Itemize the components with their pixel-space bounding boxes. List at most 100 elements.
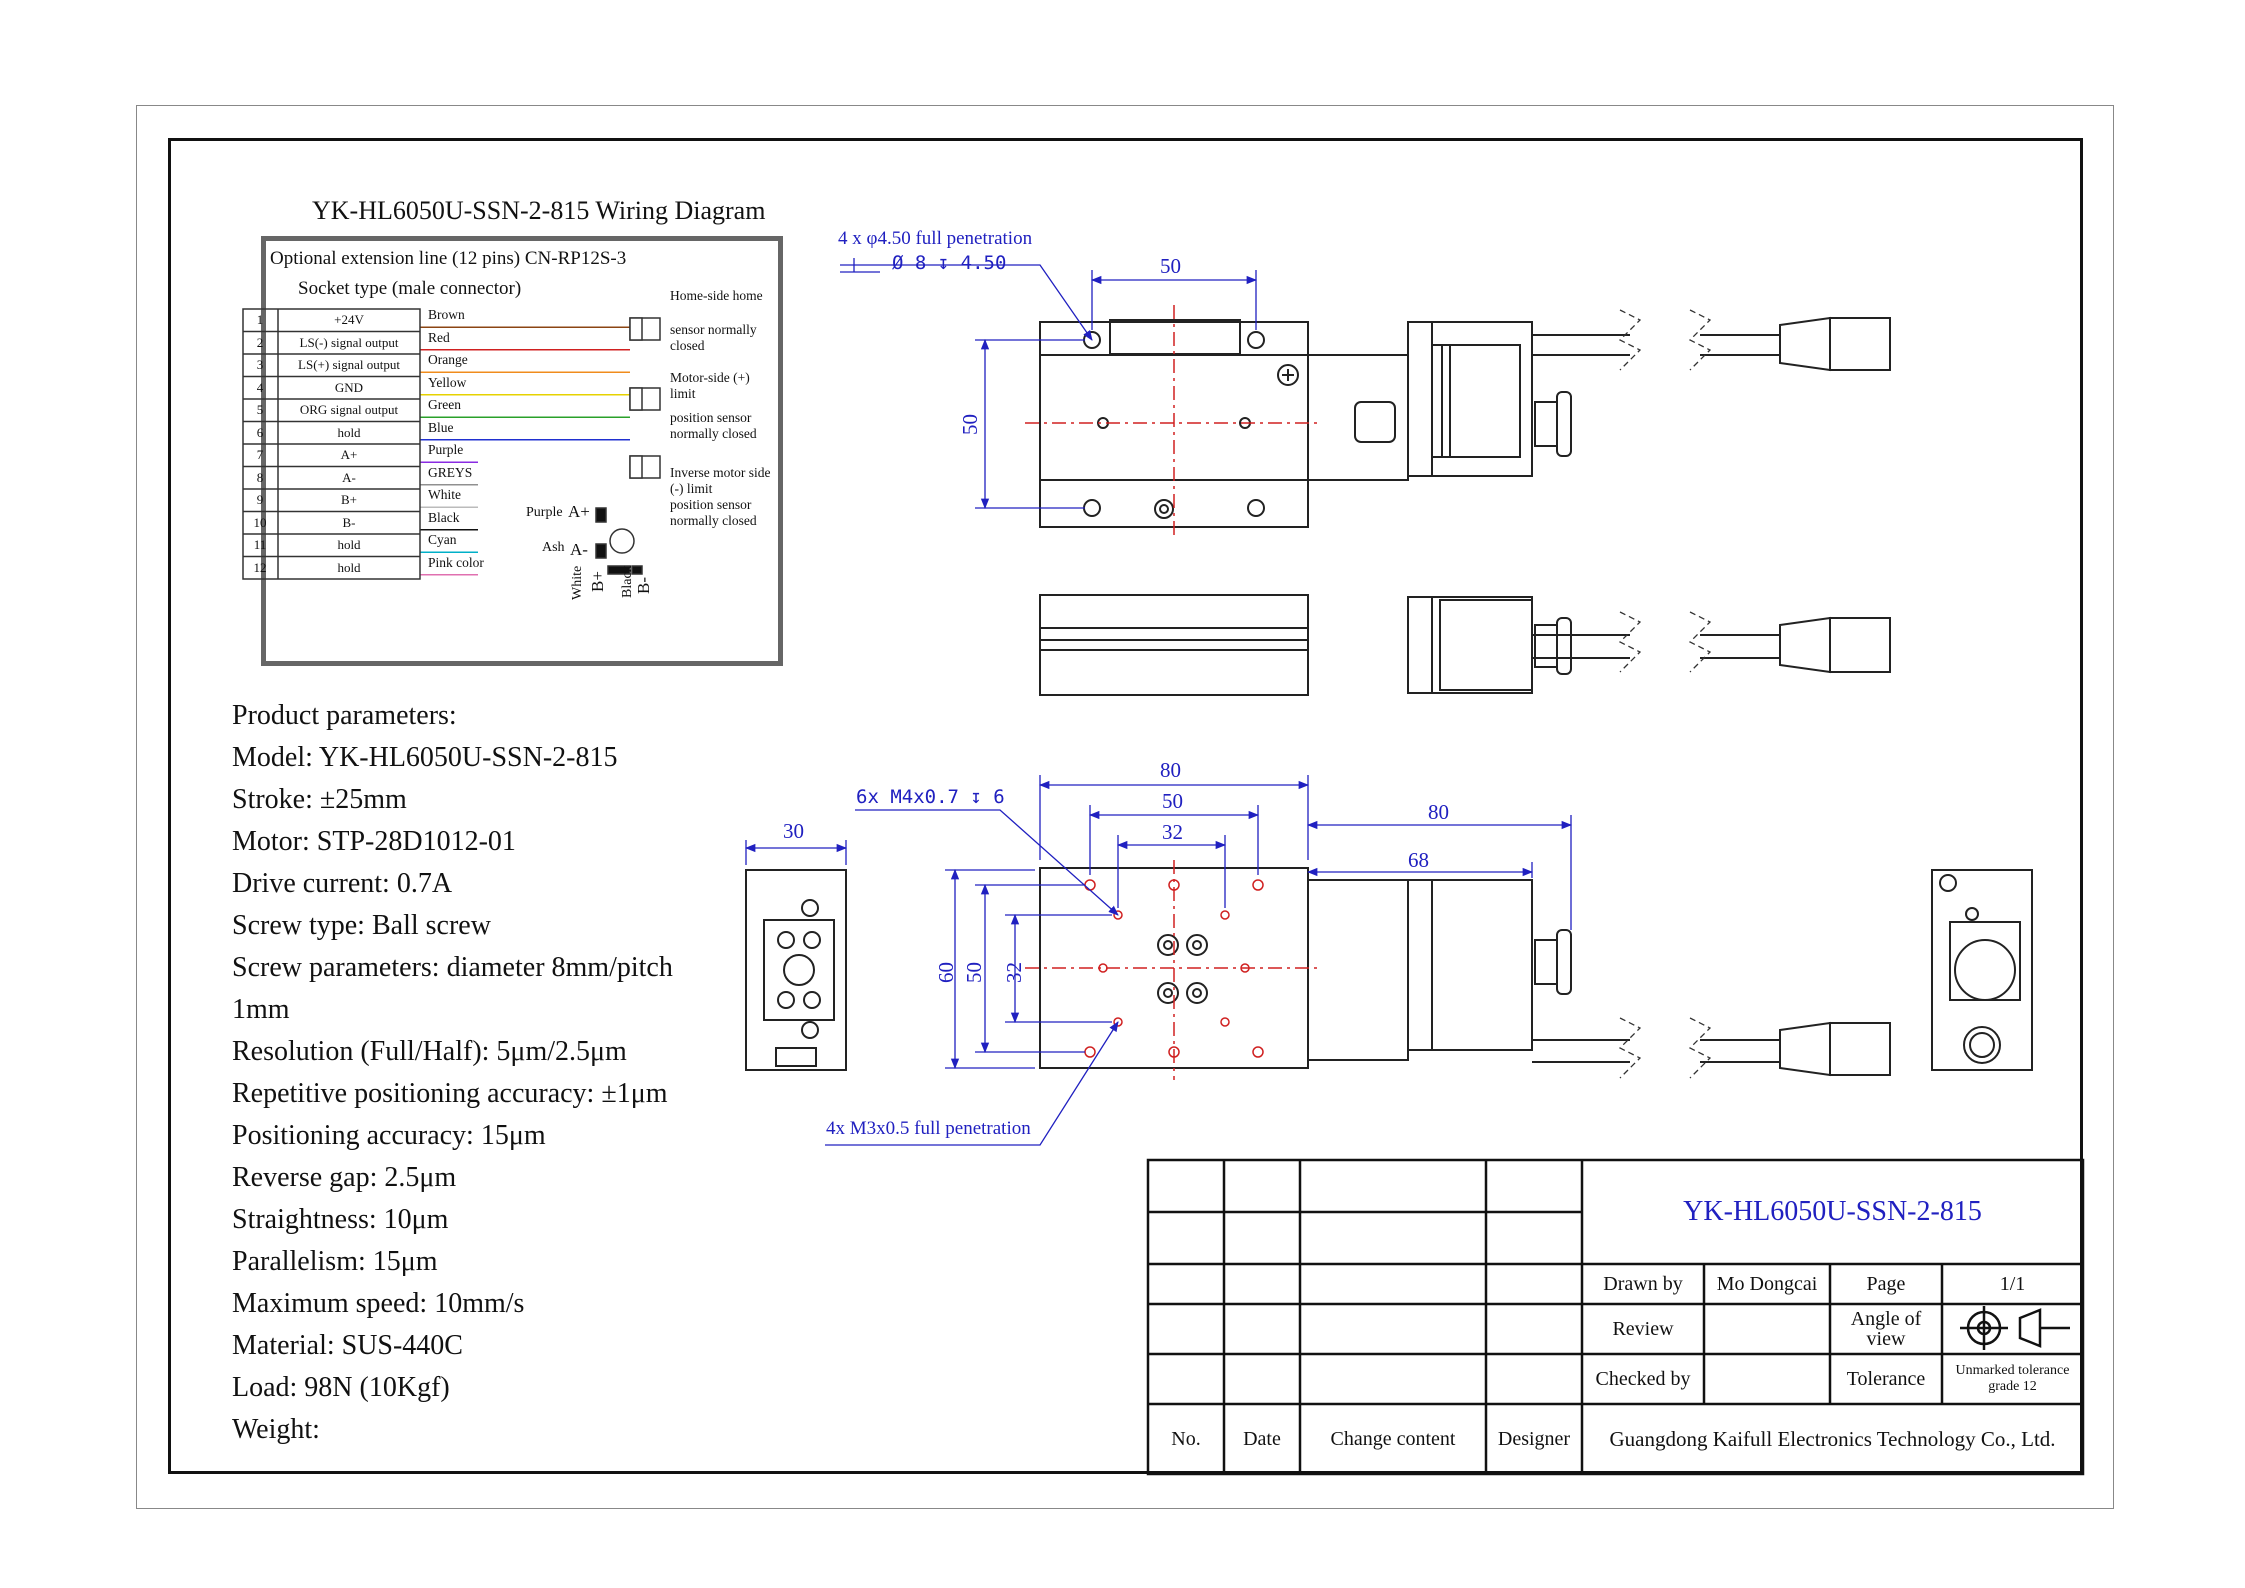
- coil-label-a-plus: A+: [568, 502, 590, 521]
- pin-signal: GND: [334, 379, 364, 395]
- col-designer: Designer: [1497, 1428, 1571, 1450]
- param-line: Drive current: 0.7A: [232, 868, 453, 899]
- pin-number: 8: [256, 469, 264, 485]
- param-line: Screw type: Ball screw: [232, 910, 491, 941]
- param-line: Material: SUS-440C: [232, 1330, 463, 1361]
- wire-color-label: Brown: [428, 307, 465, 323]
- pin-signal: B-: [342, 514, 356, 530]
- pin-signal: hold: [337, 559, 361, 575]
- col-change-content: Change content: [1330, 1428, 1456, 1450]
- right-end-view: [1931, 869, 2033, 1071]
- param-line: Motor: STP-28D1012-01: [232, 826, 516, 857]
- side-view: [1039, 594, 1891, 696]
- param-line: Screw parameters: diameter 8mm/pitch: [232, 952, 673, 983]
- wire-color-label: GREYS: [428, 464, 473, 480]
- tolerance-label: Tolerance: [1846, 1368, 1926, 1390]
- sensor-inverse-motor-side-limit: Inverse motor side(-) limit position sen…: [670, 465, 771, 528]
- param-line: Repetitive positioning accuracy: ±1μm: [232, 1078, 668, 1109]
- page-label: Page: [1866, 1273, 1906, 1295]
- pin-signal: LS(+) signal output: [298, 357, 400, 372]
- coil-label-ash: Ash: [542, 540, 565, 555]
- m4-thread-note: 6x M4x0.7 ↧ 6: [856, 786, 1005, 808]
- pin-number: 6: [256, 424, 264, 440]
- param-line: Maximum speed: 10mm/s: [232, 1288, 525, 1319]
- pin-table-grid: [242, 308, 421, 580]
- page-value: 1/1: [1999, 1273, 2026, 1295]
- dim-top-50: 50: [1160, 254, 1181, 278]
- wire-color-label: Pink color: [428, 554, 484, 570]
- drawing-frame: [168, 138, 2083, 1474]
- pin-signal: B+: [340, 492, 357, 507]
- pin-number: 5: [256, 402, 264, 417]
- wire-color-label: White: [428, 487, 461, 503]
- wire-color-label: Blue: [428, 419, 454, 435]
- param-line: Resolution (Full/Half): 5μm/2.5μm: [232, 1036, 627, 1067]
- pin-number: 9: [256, 492, 264, 507]
- wire-color-label: Black: [428, 509, 460, 525]
- wire-color-label: Red: [428, 329, 450, 345]
- coil-label-a-minus: A-: [570, 540, 588, 559]
- wire-color-label: Yellow: [428, 374, 467, 390]
- sheet-outer-border: [136, 105, 2114, 1509]
- pin-number: 2: [256, 334, 264, 350]
- pin-signal: ORG signal output: [299, 402, 399, 417]
- m3-thread-note: 4x M3x0.5 full penetration: [826, 1118, 1031, 1139]
- param-line: Weight:: [232, 1414, 320, 1445]
- dim-end-30: 30: [783, 819, 804, 843]
- pin-number: 3: [256, 357, 264, 372]
- col-date: Date: [1243, 1428, 1281, 1450]
- param-line: Straightness: 10μm: [232, 1204, 449, 1235]
- hole-note-counterbore: Ø 8 ↧ 4.50: [892, 252, 1007, 274]
- drawn-by-value: Mo Dongcai: [1716, 1273, 1818, 1295]
- left-end-view: [745, 869, 847, 1071]
- pin-number: 4: [256, 379, 264, 395]
- review-label: Review: [1612, 1318, 1674, 1340]
- pin-number: 1: [256, 312, 264, 327]
- pin-number: 12: [253, 559, 267, 575]
- pin-signal: LS(-) signal output: [299, 334, 399, 350]
- pin-signal: hold: [337, 537, 361, 552]
- hole-note-top: 4 x φ4.50 full penetration: [838, 228, 1033, 249]
- pin-signal: +24V: [334, 312, 364, 327]
- pin-signal: A-: [342, 469, 356, 485]
- dim-front-50: 50: [1162, 789, 1183, 813]
- dim-front-80: 80: [1160, 758, 1181, 782]
- pin-number: 11: [253, 537, 267, 552]
- wire-color-label: Purple: [428, 442, 464, 458]
- wire-color-label: Green: [428, 397, 461, 413]
- param-line: Load: 98N (10Kgf): [232, 1372, 450, 1403]
- col-no: No.: [1171, 1428, 1201, 1450]
- product-parameters: Product parameters: Model: YK-HL6050U-SS…: [232, 695, 673, 1451]
- wiring-diagram-box: [261, 236, 783, 666]
- drawn-by-label: Drawn by: [1603, 1273, 1683, 1295]
- params-heading: Product parameters:: [232, 700, 457, 731]
- pin-signal: A+: [340, 447, 358, 462]
- wire-color-label: Cyan: [428, 532, 457, 548]
- dim-overall-80: 80: [1428, 800, 1449, 824]
- company-name: Guangdong Kaifull Electronics Technology…: [1609, 1427, 2056, 1451]
- pin-number: 10: [253, 514, 267, 530]
- wiring-diagram-title: YK-HL6050U-SSN-2-815 Wiring Diagram: [312, 196, 766, 225]
- socket-type-label: Socket type (male connector): [298, 278, 522, 299]
- pin-number: 7: [256, 447, 264, 462]
- param-line: 1mm: [232, 994, 290, 1025]
- part-number: YK-HL6050U-SSN-2-815: [1683, 1196, 1982, 1227]
- param-line: Parallelism: 15μm: [232, 1246, 438, 1277]
- param-line: Reverse gap: 2.5μm: [232, 1162, 457, 1193]
- wire-color-label: Orange: [428, 352, 468, 368]
- pin-signal: hold: [337, 424, 361, 440]
- param-line: Stroke: ±25mm: [232, 784, 407, 815]
- param-line: Positioning accuracy: 15μm: [232, 1120, 546, 1151]
- param-line: Model: YK-HL6050U-SSN-2-815: [232, 742, 618, 773]
- dim-front-32: 32: [1162, 820, 1183, 844]
- dim-68: 68: [1408, 848, 1429, 872]
- extension-line-label: Optional extension line (12 pins) CN-RP1…: [270, 248, 627, 269]
- coil-label-purple: Purple: [526, 505, 563, 520]
